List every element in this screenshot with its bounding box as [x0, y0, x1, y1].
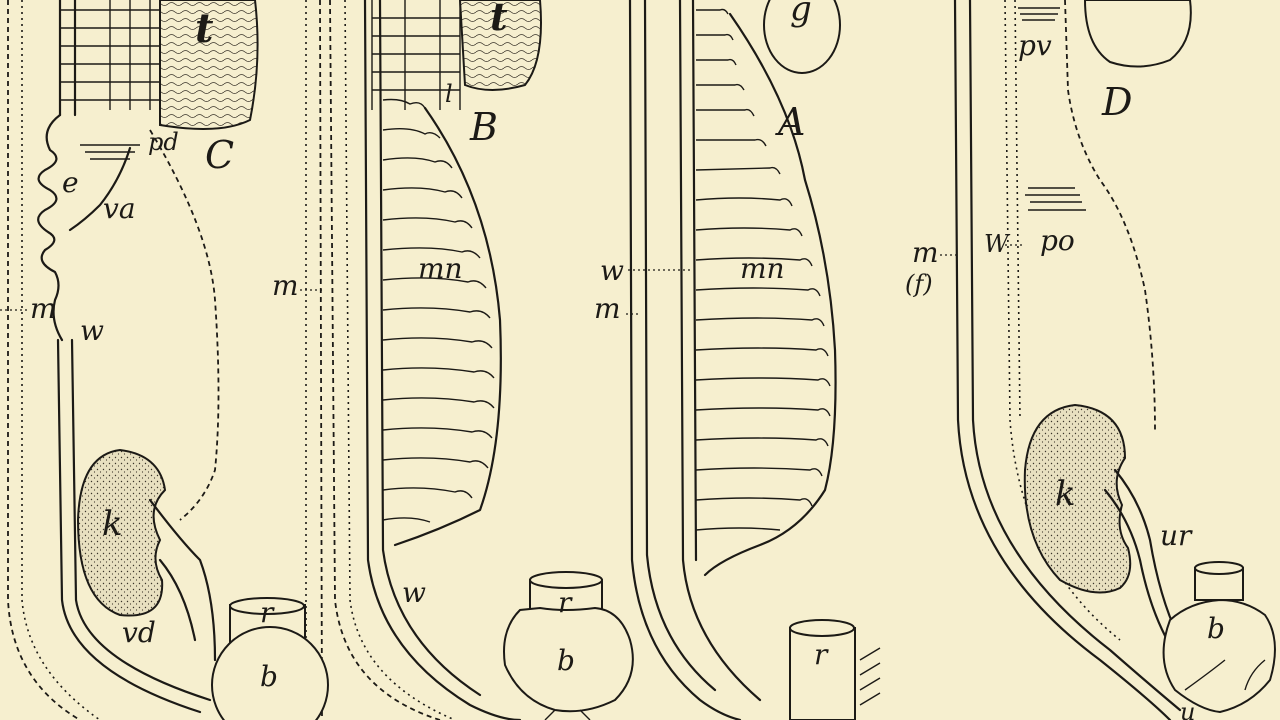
- label-mn-a: mn: [740, 252, 785, 285]
- panel-c: [7, 0, 329, 720]
- label-b-d: b: [1207, 612, 1225, 645]
- label-k-d: k: [1055, 474, 1076, 514]
- gonad-a: [763, 0, 841, 74]
- label-pv: pv: [1018, 29, 1052, 62]
- testis-grid-c: [58, 0, 170, 117]
- label-r-c: r: [260, 596, 275, 629]
- label-vd: vd: [122, 616, 156, 649]
- bladder-c: [211, 626, 329, 720]
- label-m-cb: m: [272, 269, 299, 302]
- label-w-c: w: [80, 314, 104, 347]
- label-t-b: t: [490, 0, 508, 39]
- label-w-b: w: [402, 576, 426, 609]
- kidney-d: [1023, 403, 1132, 594]
- label-m-d: m: [912, 236, 939, 269]
- panel-a: [628, 0, 881, 720]
- label-po: po: [1040, 224, 1075, 257]
- label-u-d: u: [1180, 698, 1195, 720]
- kidney-c: [76, 448, 167, 617]
- label-mn-b: mn: [418, 252, 463, 285]
- panel-letter-c: C: [205, 133, 234, 177]
- panel-b: [329, 0, 634, 720]
- label-pd: pd: [148, 128, 179, 156]
- label-w-d: W: [984, 230, 1011, 258]
- testis-b: [458, 0, 542, 91]
- label-l-b: l: [445, 80, 453, 108]
- panel-letter-b: B: [469, 105, 498, 149]
- label-f-d: (f): [905, 270, 933, 298]
- label-va: va: [103, 192, 136, 225]
- label-r-b: r: [558, 586, 573, 619]
- label-b-c: b: [260, 660, 278, 693]
- label-w-a: w: [600, 254, 624, 287]
- panel-letter-d: D: [1101, 80, 1132, 124]
- leader-lines: [0, 244, 1022, 315]
- label-e: e: [62, 166, 79, 199]
- panel-d: [953, 0, 1276, 720]
- ladder-b: [371, 0, 461, 110]
- labels: t t pd C e va m w m k vd r b l B mn w r …: [30, 0, 1225, 720]
- label-g-a: g: [790, 0, 812, 29]
- label-m-c: m: [30, 292, 57, 325]
- testis-c: [159, 0, 259, 130]
- gonad-d: [1083, 0, 1192, 68]
- epididymis-c: [37, 113, 64, 342]
- label-b-b: b: [557, 644, 575, 677]
- bladder-b: [503, 606, 634, 713]
- label-m-a: m: [594, 292, 621, 325]
- label-k-c: k: [102, 504, 123, 544]
- label-r-a: r: [814, 638, 829, 671]
- label-t-c: t: [195, 5, 214, 52]
- label-ur: ur: [1160, 519, 1193, 552]
- tubules-a: [695, 8, 831, 531]
- tubules-b: [382, 98, 495, 523]
- panel-letter-a: A: [775, 100, 805, 144]
